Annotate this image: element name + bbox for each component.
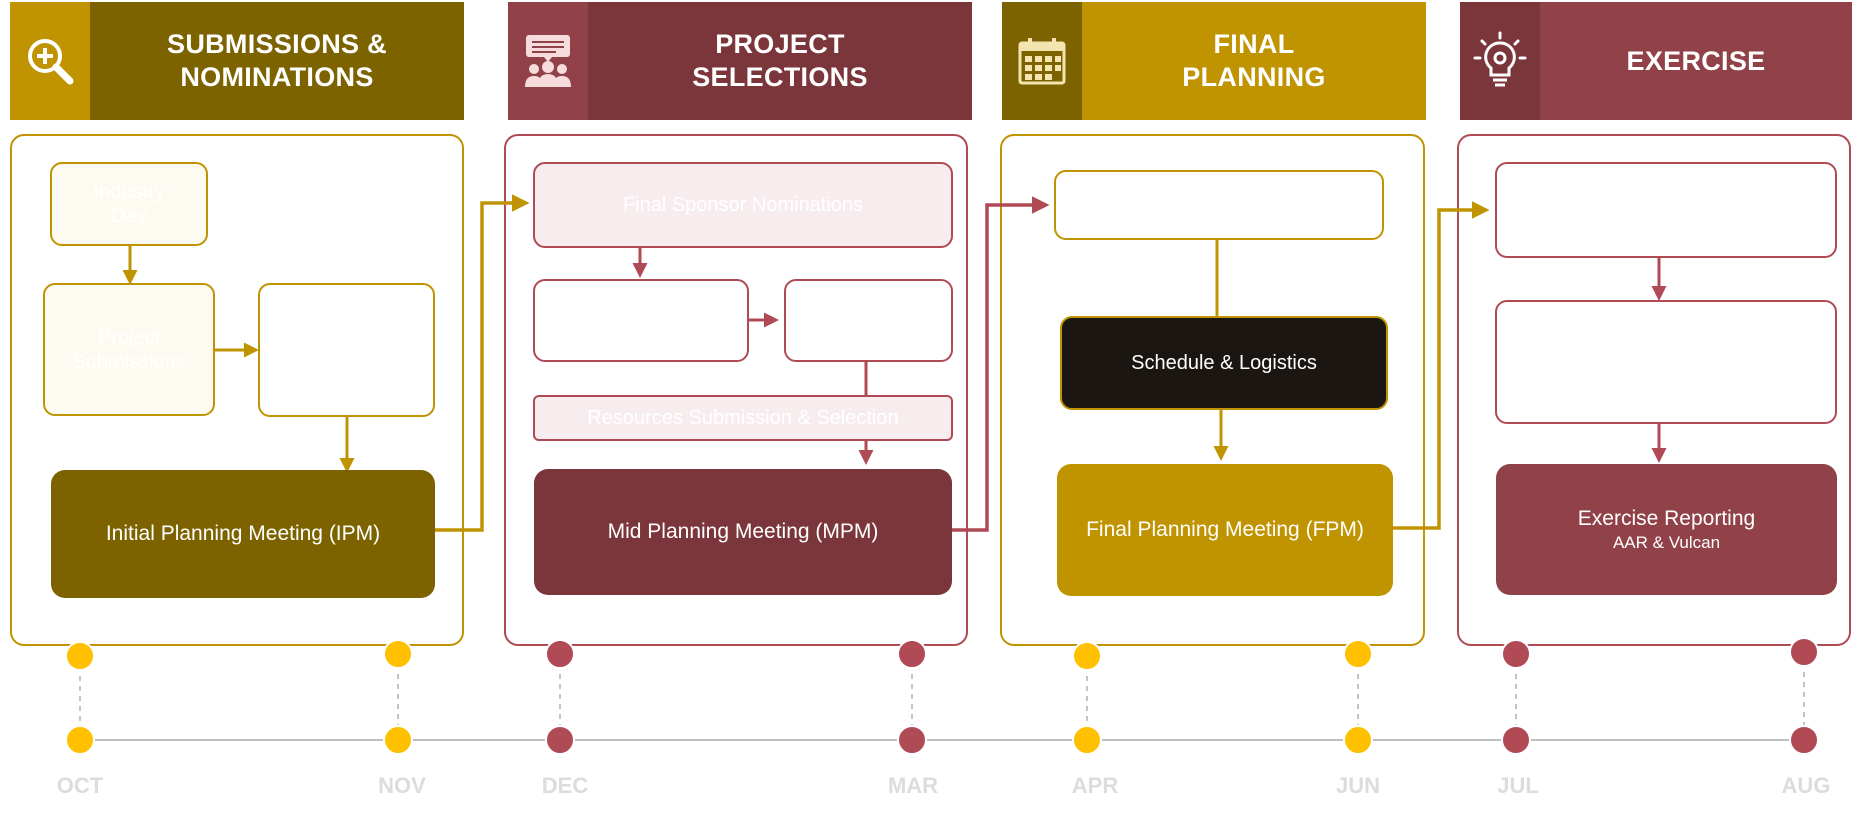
dot-mar-top — [897, 639, 927, 669]
ipm-meeting-box: Initial Planning Meeting (IPM) — [51, 470, 435, 598]
dot-aug — [1789, 725, 1819, 755]
schedule-logistics-label: Schedule & Logistics — [1131, 351, 1317, 374]
dot-aug-top — [1789, 637, 1819, 667]
industry-day-box: Industry Day — [50, 162, 208, 246]
month-label-aug: AUG — [1781, 773, 1831, 798]
arrow-fpm-to-exercise — [1388, 201, 1490, 530]
exercise-reporting-box: Exercise Reporting AAR & Vulcan — [1496, 464, 1837, 595]
dot-apr — [1072, 725, 1102, 755]
lightbulb-gear-icon — [1460, 2, 1540, 120]
resources-submission-box: Resources Submission & Selection — [533, 395, 953, 441]
dot-oct-top — [65, 641, 95, 671]
dot-jul — [1501, 725, 1531, 755]
timeline-dots — [65, 725, 1819, 755]
phase-title-exercise: EXERCISE — [1540, 2, 1852, 120]
dot-dec — [545, 725, 575, 755]
dot-dec-top — [545, 639, 575, 669]
exercise-reporting-subtitle: AAR & Vulcan — [1612, 532, 1721, 552]
dot-jun-top — [1343, 639, 1373, 669]
final-sponsor-nominations-box: Final Sponsor Nominations — [533, 162, 953, 248]
selection-left-box — [533, 279, 749, 362]
exercise-top-box — [1495, 162, 1837, 258]
dot-jul-top — [1501, 639, 1531, 669]
phase-header-selections: PROJECT SELECTIONS — [508, 2, 972, 120]
project-submissions-box: Project Submissions — [43, 283, 215, 416]
team-presentation-icon — [508, 2, 588, 120]
arrow-ipm-to-nominations — [433, 194, 530, 532]
month-label-mar: MAR — [887, 773, 939, 798]
submissions-blank-box — [258, 283, 435, 417]
month-label-apr: APR — [1071, 773, 1119, 798]
phase-header-final-planning: FINAL PLANNING — [1002, 2, 1426, 120]
dot-apr-top — [1072, 641, 1102, 671]
month-label-jul: JUL — [1497, 773, 1539, 798]
project-submissions-label: Project Submissions — [72, 326, 186, 373]
panel-edge-dots — [65, 637, 1819, 671]
dot-mar — [897, 725, 927, 755]
fpm-label: Final Planning Meeting (FPM) — [1086, 518, 1364, 541]
month-label-jun: JUN — [1335, 773, 1380, 798]
phase-header-submissions: SUBMISSIONS & NOMINATIONS — [10, 2, 464, 120]
ipm-label: Initial Planning Meeting (IPM) — [105, 522, 381, 545]
fpm-meeting-box: Final Planning Meeting (FPM) — [1057, 464, 1393, 596]
selection-right-box — [784, 279, 953, 362]
dot-jun — [1343, 725, 1373, 755]
resources-submission-label: Resources Submission & Selection — [587, 407, 899, 429]
industry-day-label: Industry Day — [93, 181, 165, 227]
final-planning-top-box — [1054, 170, 1384, 240]
calendar-icon — [1002, 2, 1082, 120]
exercise-reporting-title: Exercise Reporting — [1577, 506, 1756, 530]
dot-oct — [65, 725, 95, 755]
phase-title-submissions: SUBMISSIONS & NOMINATIONS — [90, 2, 464, 120]
final-sponsor-nominations-label: Final Sponsor Nominations — [622, 194, 864, 216]
magnifier-plus-icon — [10, 2, 90, 120]
month-label-oct: OCT — [56, 773, 104, 798]
phase-title-selections: PROJECT SELECTIONS — [588, 2, 972, 120]
phase-title-final-planning: FINAL PLANNING — [1082, 2, 1426, 120]
month-label-dec: DEC — [541, 773, 589, 798]
mpm-meeting-box: Mid Planning Meeting (MPM) — [534, 469, 952, 595]
arrow-mpm-to-final — [950, 196, 1050, 532]
phase-header-exercise: EXERCISE — [1460, 2, 1852, 120]
schedule-logistics-box: Schedule & Logistics — [1060, 316, 1388, 410]
month-label-nov: NOV — [378, 773, 426, 798]
dot-nov — [383, 725, 413, 755]
exercise-mid-box — [1495, 300, 1837, 424]
mpm-label: Mid Planning Meeting (MPM) — [607, 520, 879, 543]
dot-nov-top — [383, 639, 413, 669]
